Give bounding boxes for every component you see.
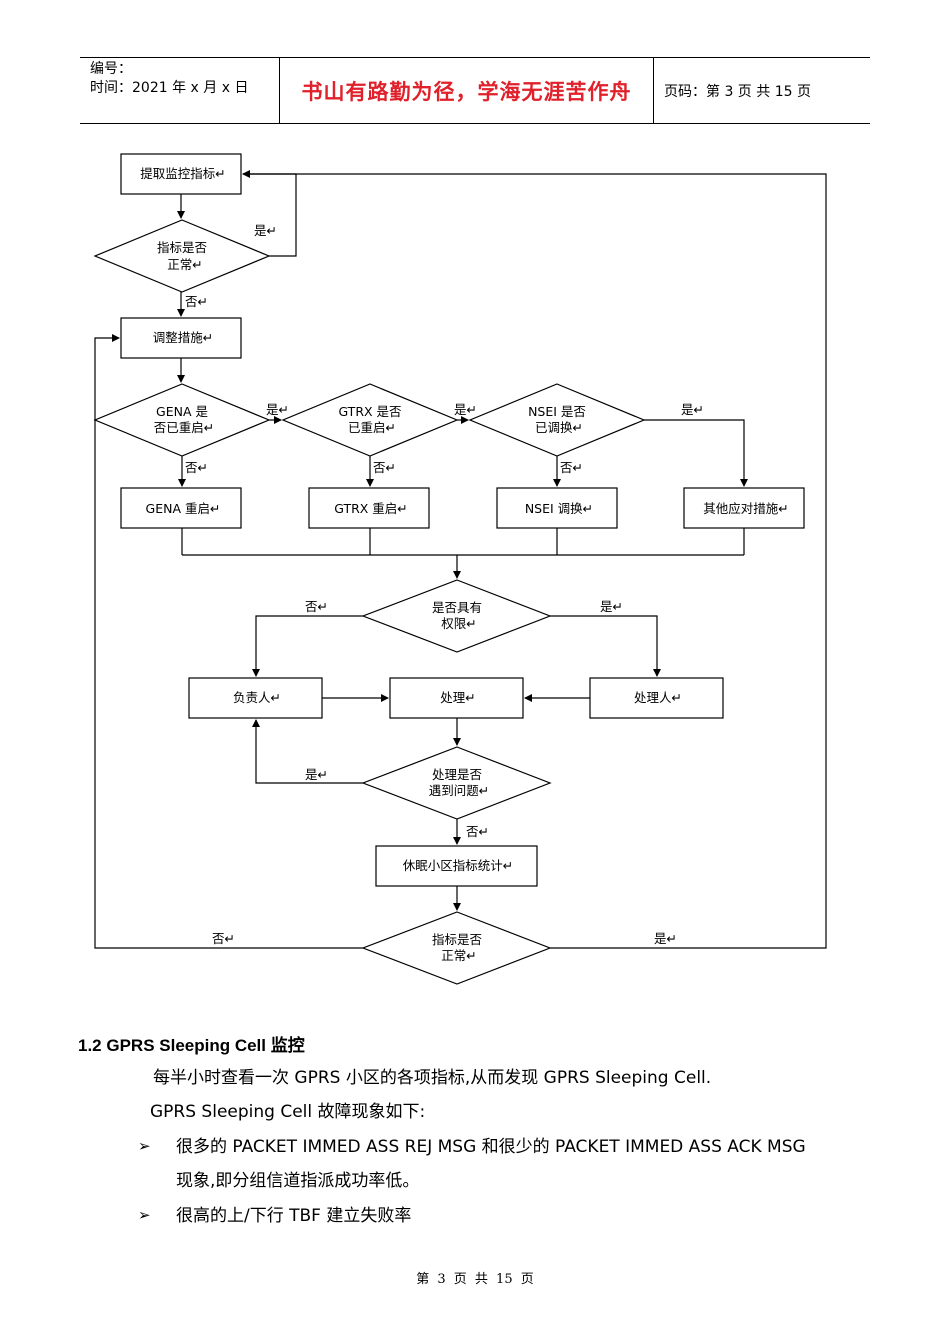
problem-q-2: 遇到问题↵ [429, 783, 489, 798]
gena-restart-label: GENA 重启↵ [146, 501, 221, 516]
handler-box [589, 677, 724, 719]
yes-label-gtrx: 是↵ [454, 402, 477, 417]
adjust-box [120, 317, 242, 359]
start-box [120, 153, 242, 195]
nsei-swap-box [496, 487, 618, 529]
header-meta: 编号： 时间：2021 年 x 月 x 日 [80, 58, 280, 123]
nsei-q-2: 已调换↵ [535, 420, 583, 435]
handle-label: 处理↵ [440, 690, 475, 705]
no-label-gtrx: 否↵ [373, 460, 396, 475]
adjust-label: 调整措施↵ [153, 330, 213, 345]
perm-q-1: 是否具有 [432, 600, 482, 615]
section-title: 1.2 GPRS Sleeping Cell 监控 [78, 1036, 305, 1055]
no-label-check2: 否↵ [212, 931, 235, 946]
para-2: GPRS Sleeping Cell 故障现象如下: [150, 1102, 426, 1122]
bullet-1-line-2: 现象,即分组信道指派成功率低。 [176, 1171, 420, 1191]
check2-label-2: 正常↵ [441, 948, 476, 963]
bullet-1-line-1: 很多的 PACKET IMMED ASS REJ MSG 和很少的 PACKET… [176, 1137, 806, 1157]
header-motto: 书山有路勤为径，学海无涯苦作舟 [280, 58, 654, 123]
bullet-arrow-icon: ➢ [138, 1137, 151, 1155]
bullet-2: 很高的上/下行 TBF 建立失败率 [176, 1206, 412, 1226]
check1-label-2: 正常↵ [167, 257, 202, 272]
owner-box [188, 677, 323, 719]
yes-label-problem: 是↵ [305, 767, 328, 782]
gtrx-restart-box [308, 487, 430, 529]
no-label-problem: 否↵ [466, 824, 489, 839]
gena-restart-box [120, 487, 242, 529]
no-label-gena: 否↵ [185, 460, 208, 475]
page-header: 编号： 时间：2021 年 x 月 x 日 书山有路勤为径，学海无涯苦作舟 页码… [80, 57, 870, 124]
page-footer: 第 3 页 共 15 页 [416, 1272, 534, 1287]
yes-label-nsei: 是↵ [681, 402, 704, 417]
para-1: 每半小时查看一次 GPRS 小区的各项指标,从而发现 GPRS Sleeping… [153, 1068, 712, 1088]
header-page-info: 页码：第 3 页 共 15 页 [664, 83, 811, 100]
start-label: 提取监控指标↵ [140, 166, 225, 181]
other-label: 其他应对措施↵ [703, 501, 788, 516]
gtrx-restart-label: GTRX 重启↵ [334, 501, 408, 516]
perm-q-2: 权限↵ [441, 616, 476, 631]
gena-q-2: 否已重启↵ [154, 420, 214, 435]
owner-label: 负责人↵ [233, 690, 281, 705]
bullet-arrow-icon: ➢ [138, 1206, 151, 1224]
nsei-swap-label: NSEI 调换↵ [525, 501, 593, 516]
nsei-q-1: NSEI 是否 [528, 404, 586, 419]
yes-label-gena: 是↵ [266, 402, 289, 417]
gtrx-q-2: 已重启↵ [348, 420, 396, 435]
no-label-perm: 否↵ [305, 599, 328, 614]
other-box [683, 487, 805, 529]
gtrx-q-1: GTRX 是否 [338, 404, 401, 419]
perm-diamond [361, 579, 552, 653]
no-label-nsei: 否↵ [560, 460, 583, 475]
yes-label-check2: 是↵ [654, 931, 677, 946]
stats-label: 休眠小区指标统计↵ [403, 858, 513, 873]
stats-box [375, 845, 538, 887]
no-label-check1: 否↵ [185, 294, 208, 309]
handle-box [389, 677, 524, 719]
handler-label: 处理人↵ [634, 690, 682, 705]
check2-label-1: 指标是否 [432, 932, 482, 947]
number-label: 编号： [90, 61, 132, 77]
yes-label-check1: 是↵ [254, 223, 277, 238]
time-label: 时间：2021 年 x 月 x 日 [90, 80, 249, 96]
gena-q-1: GENA 是 [156, 404, 208, 419]
yes-label-perm: 是↵ [600, 599, 623, 614]
problem-q-1: 处理是否 [432, 767, 482, 782]
flowchart: 提取监控指标↵ 指标是否 正常↵ 调整措施↵ GENA 是 否已重启↵ GTRX… [93, 153, 827, 985]
check1-label-1: 指标是否 [157, 240, 207, 255]
check1-diamond [93, 219, 271, 293]
check2-diamond [361, 911, 552, 985]
